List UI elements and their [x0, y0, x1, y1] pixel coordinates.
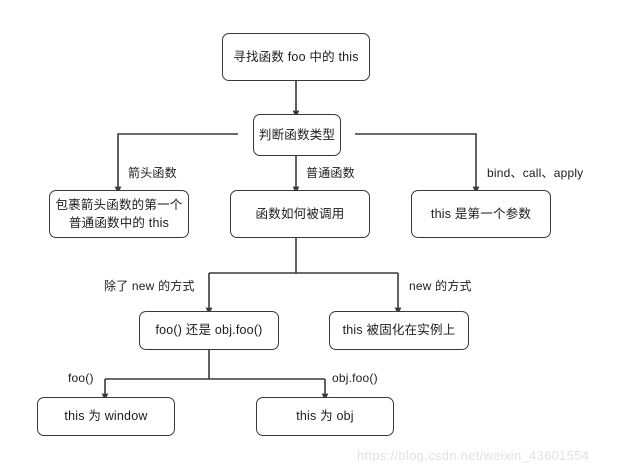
node-first-argument-label: this 是第一个参数	[430, 206, 532, 221]
node-foo-or-objfoo[interactable]: foo() 还是 obj.foo()	[139, 311, 279, 350]
edge-label-new-way: new 的方式	[409, 279, 472, 293]
edge-type-to-arrow	[114, 133, 238, 194]
node-this-fixed-on-instance[interactable]: this 被固化在实例上	[329, 311, 469, 350]
edge-label-normal-function: 普通函数	[306, 166, 355, 180]
node-this-is-window[interactable]: this 为 window	[37, 397, 175, 436]
node-this-is-window-label: this 为 window	[64, 409, 148, 424]
node-how-called[interactable]: 函数如何被调用	[230, 190, 370, 238]
node-function-type[interactable]: 判断函数类型	[253, 114, 341, 156]
node-how-called-label: 函数如何被调用	[255, 206, 345, 221]
edge-label-foo-call: foo()	[68, 371, 94, 385]
node-this-fixed-on-instance-label: this 被固化在实例上	[342, 323, 456, 338]
node-first-argument[interactable]: this 是第一个参数	[411, 190, 551, 238]
watermark: https://blog.csdn.net/weixin_43601554	[357, 448, 590, 463]
edge-label-bind-call-apply: bind、call、apply	[487, 166, 584, 180]
node-this-is-obj[interactable]: this 为 obj	[256, 397, 394, 436]
node-start[interactable]: 寻找函数 foo 中的 this	[222, 33, 370, 81]
node-arrow-function-result-label: 包裹箭头函数的第一个 普通函数中的 this	[55, 197, 183, 230]
edge-label-arrow-function: 箭头函数	[128, 166, 177, 180]
node-function-type-label: 判断函数类型	[258, 127, 336, 142]
node-start-label: 寻找函数 foo 中的 this	[233, 49, 359, 64]
node-foo-or-objfoo-label: foo() 还是 obj.foo()	[155, 323, 263, 338]
edge-type-to-firstarg	[355, 133, 480, 194]
edge-label-objfoo-call: obj.foo()	[332, 371, 378, 385]
edge-label-except-new: 除了 new 的方式	[104, 279, 195, 293]
node-arrow-function-result[interactable]: 包裹箭头函数的第一个 普通函数中的 this	[49, 190, 189, 238]
node-this-is-obj-label: this 为 obj	[296, 409, 354, 424]
